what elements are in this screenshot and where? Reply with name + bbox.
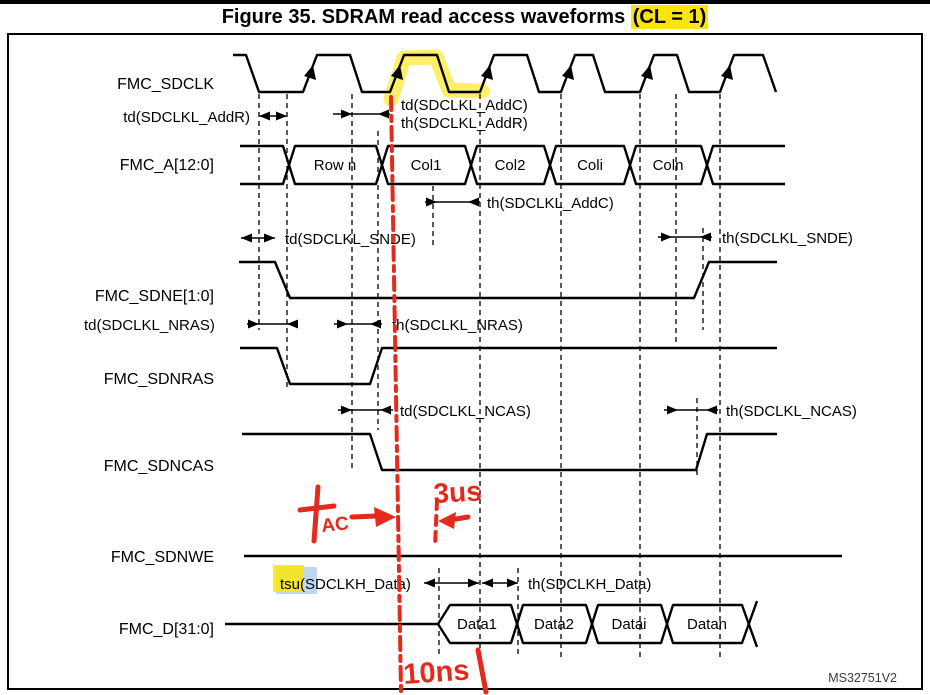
fmc-sdnras-waveform	[240, 346, 777, 386]
timing-label-td-ncas: td(SDCLKL_NCAS)	[400, 403, 531, 420]
timing-label-td-addc: td(SDCLKL_AddC)	[401, 97, 528, 114]
figure-border	[7, 33, 923, 690]
arrowhead-icon	[482, 578, 493, 588]
signal-label-fmc-sdnwe: FMC_SDNWE	[111, 549, 214, 566]
arrowhead-icon	[241, 233, 252, 243]
timing-label-th-nras: th(SDCLKL_NRAS)	[392, 317, 523, 334]
figure-title: Figure 35. SDRAM read access waveforms (…	[0, 5, 930, 29]
annotation-data-delay: 10ns	[402, 654, 470, 691]
timing-label-th-data: th(SDCLKH_Data)	[528, 576, 651, 593]
handwritten-annotations: AC 3us 10ns	[297, 95, 489, 695]
bus-value-datan: Datan	[687, 616, 727, 633]
fmc-sdclk-waveform	[233, 53, 778, 94]
clock-edge-arrow-icon	[641, 65, 653, 80]
signal-label-fmc-sdncas: FMC_SDNCAS	[104, 458, 214, 475]
clock-edge-arrow-icon	[481, 65, 493, 80]
figure-title-highlighted-text: (CL = 1)	[630, 5, 709, 29]
timing-label-th-ncas: th(SDCLKL_NCAS)	[726, 403, 857, 420]
arrowhead-icon	[248, 319, 259, 329]
arrowhead-icon	[264, 233, 275, 243]
timing-label-td-nras: td(SDCLKL_NRAS)	[84, 317, 215, 334]
fmc-d-bus-waveform	[436, 603, 759, 648]
cas-delay-arrowhead-icon	[438, 512, 456, 529]
clock-edge-arrow-icon	[721, 65, 733, 80]
arrowhead-icon	[341, 405, 352, 415]
data-delay-end-stroke	[475, 647, 489, 695]
signal-label-fmc-a: FMC_A[12:0]	[120, 157, 214, 174]
tac-t-crossbar	[297, 503, 337, 513]
event-gridlines	[258, 94, 721, 658]
cas-delay-tick	[433, 498, 439, 549]
arrowhead-icon	[706, 405, 717, 415]
arrowhead-icon	[259, 111, 270, 121]
arrowhead-icon	[341, 109, 352, 119]
bus-value-col2: Col2	[495, 157, 526, 174]
page-top-rule	[0, 0, 930, 4]
arrowhead-icon	[424, 578, 435, 588]
red-cursor-line	[389, 95, 403, 693]
fmc-a-bus-waveform	[240, 144, 785, 186]
watermark-text: MS32751V2	[828, 671, 897, 685]
timing-label-td-addr: td(SDCLKL_AddR)	[123, 109, 250, 126]
bus-value-data2: Data2	[534, 616, 574, 633]
arrowhead-icon	[378, 109, 389, 119]
arrowhead-icon	[337, 319, 348, 329]
arrowhead-icon	[468, 578, 479, 588]
bus-value-col1: Col1	[411, 157, 442, 174]
arrowhead-icon	[661, 232, 672, 242]
clock-edge-arrow-icon	[391, 65, 403, 80]
fmc-sdncas-waveform	[242, 432, 777, 472]
timing-label-th-addc: th(SDCLKL_AddC)	[487, 195, 614, 212]
signal-label-fmc-sdnras: FMC_SDNRAS	[104, 371, 214, 388]
annotation-tac-subscript: AC	[320, 513, 350, 537]
figure-title-text: Figure 35. SDRAM read access waveforms	[221, 6, 631, 28]
arrowhead-icon	[287, 319, 298, 329]
bus-value-coln: Coln	[653, 157, 684, 174]
bus-value-datai: Datai	[611, 616, 646, 633]
bus-value-coli: Coli	[577, 157, 603, 174]
signal-label-fmc-d: FMC_D[31:0]	[119, 621, 214, 638]
timing-label-th-snde: th(SDCLKL_SNDE)	[722, 230, 853, 247]
tac-t-stroke	[311, 484, 321, 544]
timing-label-tsu-data: tsu(SDCLKH_Data)	[280, 576, 411, 593]
arrowhead-icon	[380, 405, 391, 415]
timing-label-th-addr: th(SDCLKL_AddR)	[401, 115, 528, 132]
measurement-arrows	[241, 109, 718, 588]
timing-label-td-snde: td(SDCLKL_SNDE)	[285, 231, 416, 248]
annotation-cas-delay: 3us	[433, 476, 483, 509]
arrowhead-icon	[370, 319, 381, 329]
arrowhead-icon	[426, 197, 437, 207]
fmc-sdne-waveform	[239, 260, 777, 300]
arrowhead-icon	[468, 197, 479, 207]
bus-value-row-n: Row n	[314, 157, 357, 174]
arrowhead-icon	[507, 578, 518, 588]
signal-label-fmc-sdne: FMC_SDNE[1:0]	[95, 288, 214, 305]
tsu-yellow-highlight	[273, 565, 304, 592]
tac-arrow-shaft	[349, 513, 379, 520]
bus-value-data1: Data1	[457, 616, 497, 633]
tac-arrowhead-icon	[374, 507, 396, 527]
clock-edge-arrow-icon	[304, 65, 316, 80]
arrowhead-icon	[667, 405, 678, 415]
fmc-a-bus-waveform	[240, 144, 785, 186]
clock-edge-arrow-icon	[562, 65, 574, 80]
clock-rising-edge-arrows	[304, 65, 733, 80]
signal-label-fmc-sdclk: FMC_SDCLK	[117, 76, 214, 93]
arrowhead-icon	[276, 111, 287, 121]
arrowhead-icon	[700, 232, 711, 242]
